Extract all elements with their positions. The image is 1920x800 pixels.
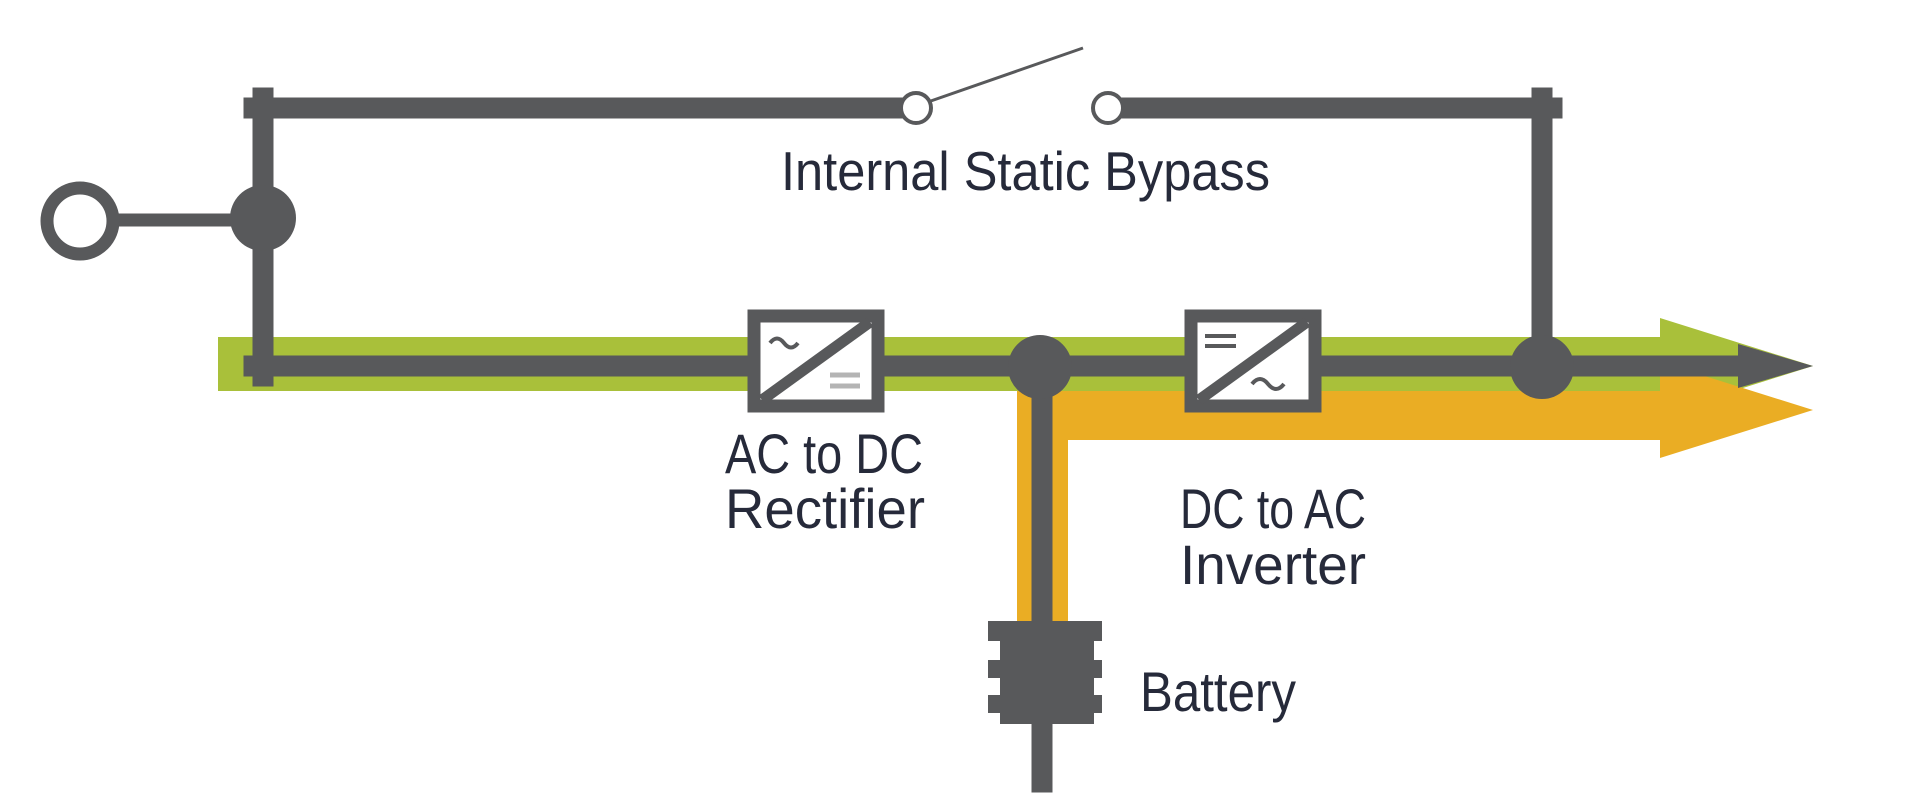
battery-flow-arrowhead [1660,362,1813,458]
ac-wave-glyph [1250,377,1286,391]
rectifier-icon [747,309,885,413]
input-terminal-icon [40,181,120,261]
battery-flow-band [1017,362,1813,626]
battery-label: Battery [1140,660,1296,723]
inverter-diagonal [1195,317,1311,405]
inverter-label-line1: DC to AC [1180,477,1366,540]
input-junction-dot [230,185,296,251]
output-junction-dot [1510,335,1574,399]
switch-arm [924,46,1084,105]
rectifier-diagonal [758,317,874,405]
output-arrowhead [1738,344,1813,388]
battery-flow-bar [1017,391,1662,440]
main-wiring [98,87,1813,793]
switch-contact-left [899,91,933,125]
inverter-icon [1184,309,1322,413]
rectifier-label-line1: AC to DC [725,422,923,485]
switch-contact-right [1091,91,1125,125]
battery-icon [988,621,1102,724]
rectifier-label-line2: Rectifier [725,477,925,540]
ac-wave-glyph [768,336,800,350]
battery-body [988,621,1102,724]
bypass-switch-icon [899,46,1125,125]
dc-bus-junction-dot [1008,335,1072,399]
bypass-label: Internal Static Bypass [781,140,1270,202]
inverter-label-line2: Inverter [1180,533,1366,596]
